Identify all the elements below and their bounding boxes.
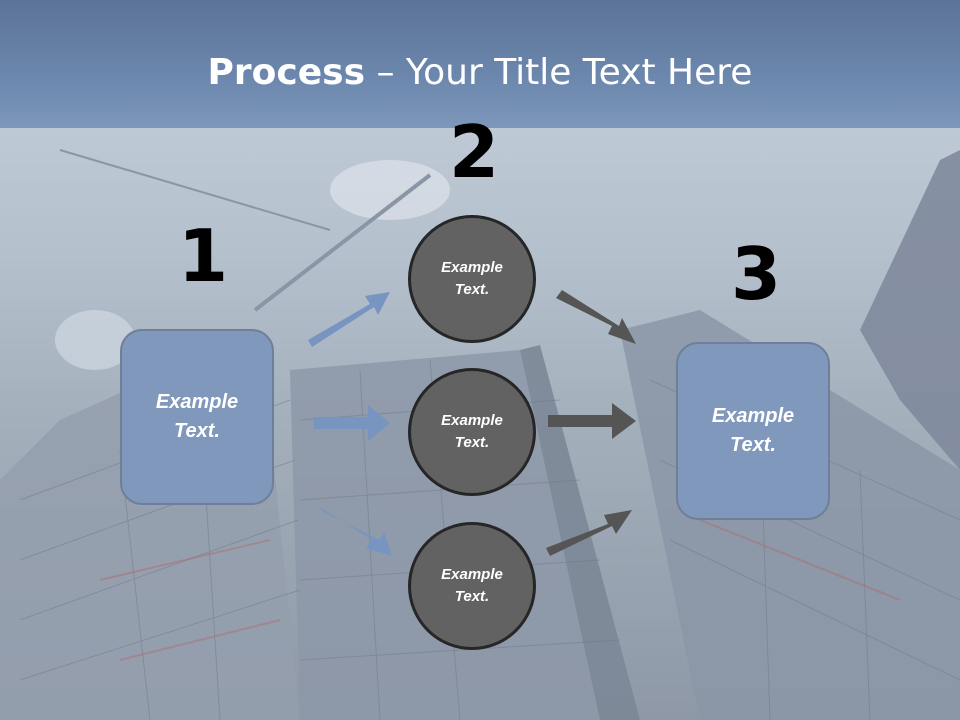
circle-top-line2: Text. [454,281,490,298]
step-number-1: 1 [178,214,229,298]
step-number-3: 3 [731,232,782,316]
step-number-2: 2 [449,110,500,194]
slide-title: Process – Your Title Text Here [0,52,960,93]
left-box-line1: Example [155,391,239,413]
arrow-left-to-middle [314,405,390,441]
arrow-top-to-right [556,290,636,344]
circle-top-line1: Example [441,258,503,276]
title-bold: Process [207,52,366,93]
right-box-line2: Text. [730,434,776,456]
right-box-line1: Example [711,405,795,427]
arrow-left-to-bottom [318,506,392,556]
title-rest: – Your Title Text Here [365,52,753,93]
arrow-middle-to-right [548,403,636,439]
circle-bottom-line2: Text. [454,588,490,605]
arrow-bottom-to-right [546,510,632,556]
circle-middle-line1: Example [441,411,503,429]
circle-middle-line2: Text. [454,434,490,451]
left-box-line2: Text. [174,420,220,442]
arrow-left-to-top [308,292,390,347]
title-bar [0,0,960,128]
circle-bottom-line1: Example [441,565,503,583]
